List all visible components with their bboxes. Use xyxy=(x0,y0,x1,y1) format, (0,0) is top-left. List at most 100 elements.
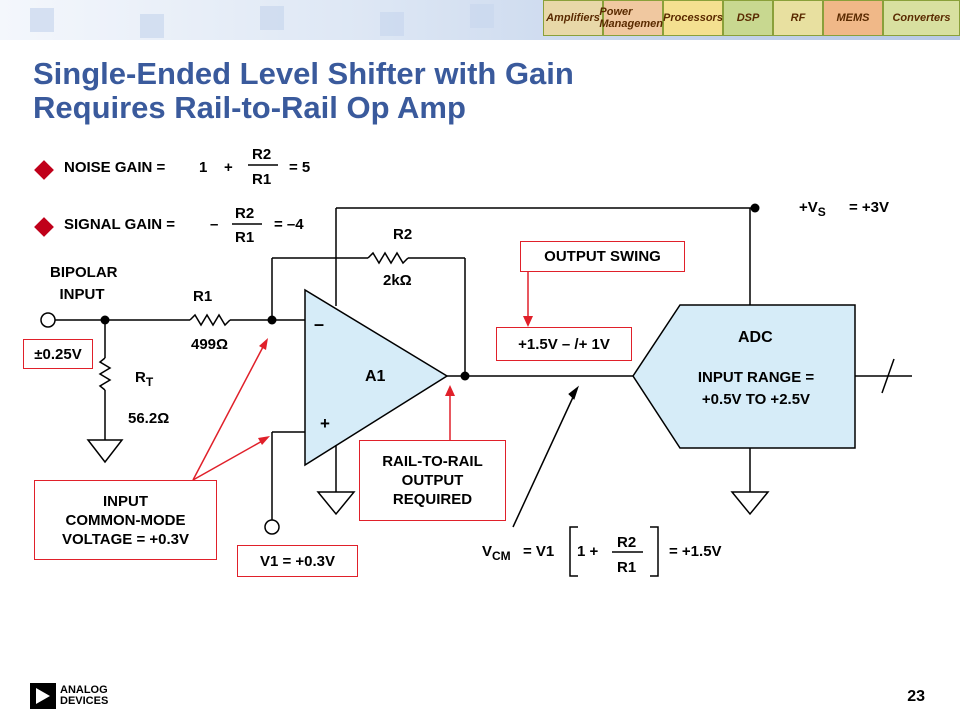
output-swing-value-box: +1.5V – /+ 1V xyxy=(496,327,632,361)
adc-bus-slash xyxy=(881,358,895,394)
slide-title: Single-Ended Level Shifter with Gain Req… xyxy=(33,57,574,125)
signal-gain-denominator: R1 xyxy=(235,229,255,246)
rail-to-rail-line1: RAIL-TO-RAIL xyxy=(382,453,483,470)
banner-tile-mems: MEMS xyxy=(823,0,883,36)
opamp-label: A1 xyxy=(365,368,386,385)
input-cm-arrow-2 xyxy=(192,439,265,481)
vcm-equals-v1: = V1 xyxy=(523,543,555,560)
opamp-a1-body xyxy=(304,288,449,467)
bipolar-input-label: BIPOLAR INPUT xyxy=(50,262,118,306)
signal-gain-minus: – xyxy=(210,216,219,233)
banner-tile-rf: RF xyxy=(773,0,823,36)
banner-square xyxy=(380,12,404,36)
banner-tile-converters: Converters xyxy=(883,0,960,36)
input-cm-line2: COMMON-MODE xyxy=(65,511,186,529)
page-number: 23 xyxy=(907,688,925,705)
input-cm-arrowhead-1 xyxy=(259,338,268,350)
junction-dot xyxy=(750,203,760,213)
r2-value: 2kΩ xyxy=(383,272,412,289)
input-common-mode-box: INPUT COMMON-MODE VOLTAGE = +0.3V xyxy=(34,480,217,560)
vcm-arrow-line xyxy=(512,394,575,528)
vcm-label-sub: CM xyxy=(492,549,511,563)
title-line-1: Single-Ended Level Shifter with Gain xyxy=(33,56,574,91)
rt-resistor xyxy=(98,357,112,391)
banner-square xyxy=(470,4,494,28)
signal-gain-numerator: R2 xyxy=(235,205,255,222)
output-swing-arrowhead xyxy=(523,316,533,327)
supply-label-sub: S xyxy=(817,205,826,219)
input-cm-arrow-1 xyxy=(192,344,265,481)
banner-square xyxy=(140,14,164,38)
r2-label: R2 xyxy=(393,226,413,243)
banner-tile-power: Power Management xyxy=(599,0,667,36)
v1-box: V1 = +0.3V xyxy=(237,545,358,577)
adc-ground xyxy=(730,491,770,516)
rail-to-rail-arrowhead xyxy=(445,385,455,396)
vcm-bracket-left xyxy=(569,526,578,577)
logo-line2: DEVICES xyxy=(60,695,109,707)
banner-tile-dsp: DSP xyxy=(723,0,773,36)
vcm-bracket-right xyxy=(650,526,659,577)
junction-dot xyxy=(100,315,110,325)
supply-label: +VS xyxy=(799,199,826,219)
bipolar-input-line1: BIPOLAR xyxy=(50,264,118,281)
banner-square xyxy=(30,8,54,32)
vcm-label: VCM xyxy=(482,543,511,563)
banner-square xyxy=(260,6,284,30)
supply-label-main: +V xyxy=(799,199,818,216)
r1-label: R1 xyxy=(193,288,213,305)
opamp-inverting-sign: – xyxy=(314,314,325,334)
supply-value: = +3V xyxy=(849,199,890,216)
vcm-numerator: R2 xyxy=(617,534,637,551)
rail-to-rail-line2: OUTPUT xyxy=(401,472,464,489)
logo-line1: ANALOG xyxy=(60,684,108,696)
signal-gain-result: = –4 xyxy=(274,216,304,233)
output-swing-box: OUTPUT SWING xyxy=(520,241,685,272)
vcm-label-main: V xyxy=(482,543,493,560)
input-amplitude-box: ±0.25V xyxy=(23,339,93,369)
vcm-arrowhead xyxy=(568,385,579,400)
r2-resistor xyxy=(367,251,409,265)
r1-resistor xyxy=(189,313,231,327)
r1-value: 499Ω xyxy=(191,336,229,353)
banner-tile-processors: Processors xyxy=(663,0,723,36)
rail-to-rail-box: RAIL-TO-RAIL OUTPUT REQUIRED xyxy=(359,440,506,521)
analog-devices-logo: ANALOG DEVICES xyxy=(30,683,108,709)
logo-text: ANALOG DEVICES xyxy=(60,685,108,707)
rt-value: 56.2Ω xyxy=(128,410,170,427)
signal-gain-label: SIGNAL GAIN = xyxy=(64,216,175,233)
input-cm-arrowhead-2 xyxy=(258,436,270,445)
junction-dot xyxy=(267,315,277,325)
noise-gain-numerator: R2 xyxy=(252,146,272,163)
title-line-2: Requires Rail-to-Rail Op Amp xyxy=(33,90,466,125)
opamp-ground xyxy=(316,491,356,516)
noise-gain-plus: + xyxy=(224,159,233,176)
noise-gain-one: 1 xyxy=(199,159,208,176)
rt-ground xyxy=(86,439,124,464)
vcm-one-plus: 1 + xyxy=(577,543,599,560)
bipolar-input-line2: INPUT xyxy=(59,286,105,303)
adc-range-line2: +0.5V TO +2.5V xyxy=(701,391,811,408)
adc-range-line1: INPUT RANGE = xyxy=(697,369,815,386)
noise-gain-label: NOISE GAIN = xyxy=(64,159,166,176)
vcm-denominator: R1 xyxy=(617,559,637,576)
vcm-result: = +1.5V xyxy=(669,543,722,560)
input-cm-line3: VOLTAGE = +0.3V xyxy=(62,530,189,548)
opamp-noninverting-sign: + xyxy=(320,414,330,433)
banner-tile-amplifiers: Amplifiers xyxy=(543,0,603,36)
product-category-strip: Amplifiers Power Management Processors D… xyxy=(543,0,960,36)
rt-label: RT xyxy=(135,369,153,389)
noise-gain-denominator: R1 xyxy=(252,171,272,188)
v1-terminal xyxy=(264,519,280,535)
junction-dot xyxy=(460,371,470,381)
adc-input-range: INPUT RANGE = +0.5V TO +2.5V xyxy=(680,367,832,411)
adc-label: ADC xyxy=(738,329,773,346)
input-terminal xyxy=(40,312,56,328)
rt-label-sub: T xyxy=(145,375,154,389)
rt-label-main: R xyxy=(135,369,146,386)
noise-gain-result: = 5 xyxy=(289,159,311,176)
rail-to-rail-line3: REQUIRED xyxy=(392,491,473,508)
analog-devices-logo-icon xyxy=(30,683,56,709)
input-cm-line1: INPUT xyxy=(103,492,148,510)
